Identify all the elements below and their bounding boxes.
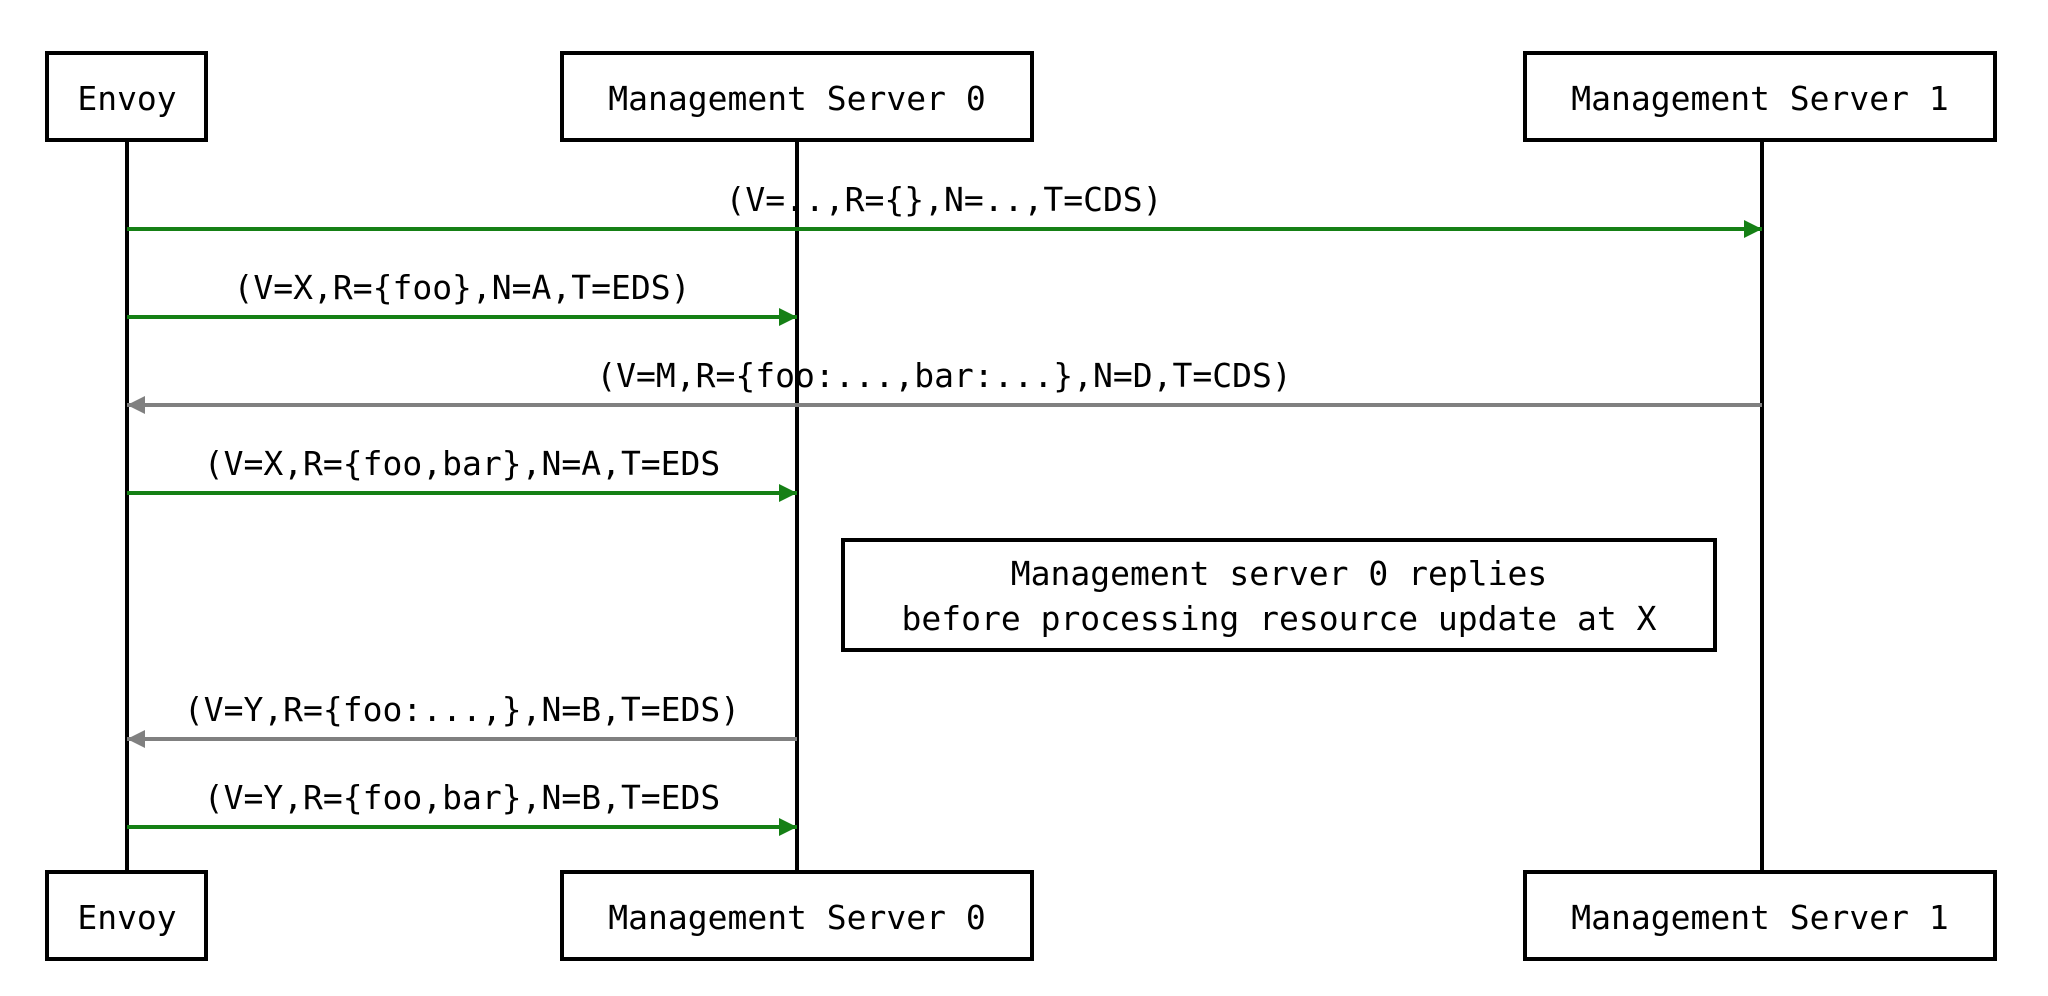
message-label: (V=X,R={foo},N=A,T=EDS) bbox=[234, 268, 691, 307]
message-2: (V=X,R={foo},N=A,T=EDS) bbox=[127, 268, 797, 326]
participant-label: Envoy bbox=[77, 79, 176, 118]
participant-label: Envoy bbox=[77, 898, 176, 937]
participant-label: Management Server 1 bbox=[1571, 898, 1949, 937]
message-3: (V=M,R={foo:...,bar:...},N=D,T=CDS) bbox=[127, 356, 1762, 414]
message-6: (V=Y,R={foo,bar},N=B,T=EDS bbox=[127, 778, 797, 836]
note-box: Management server 0 replies before proce… bbox=[841, 538, 1717, 652]
message-label: (V=Y,R={foo:...,},N=B,T=EDS) bbox=[184, 690, 740, 729]
note-line-1: Management server 0 replies bbox=[1011, 554, 1547, 593]
participant-envoy-top: Envoy bbox=[45, 51, 208, 142]
participant-label: Management Server 0 bbox=[608, 79, 986, 118]
message-label: (V=..,R={},N=..,T=CDS) bbox=[725, 180, 1162, 219]
message-5: (V=Y,R={foo:...,},N=B,T=EDS) bbox=[127, 690, 797, 748]
participant-management-server-0-bottom: Management Server 0 bbox=[560, 870, 1034, 961]
participant-envoy-bottom: Envoy bbox=[45, 870, 208, 961]
message-label: (V=M,R={foo:...,bar:...},N=D,T=CDS) bbox=[596, 356, 1291, 395]
message-label: (V=Y,R={foo,bar},N=B,T=EDS bbox=[204, 778, 721, 817]
participant-management-server-0-top: Management Server 0 bbox=[560, 51, 1034, 142]
participant-management-server-1-bottom: Management Server 1 bbox=[1523, 870, 1997, 961]
participant-label: Management Server 1 bbox=[1571, 79, 1949, 118]
participant-management-server-1-top: Management Server 1 bbox=[1523, 51, 1997, 142]
participant-label: Management Server 0 bbox=[608, 898, 986, 937]
note-line-2: before processing resource update at X bbox=[902, 599, 1657, 638]
message-4: (V=X,R={foo,bar},N=A,T=EDS bbox=[127, 444, 797, 502]
message-label: (V=X,R={foo,bar},N=A,T=EDS bbox=[204, 444, 721, 483]
message-1: (V=..,R={},N=..,T=CDS) bbox=[127, 180, 1762, 238]
